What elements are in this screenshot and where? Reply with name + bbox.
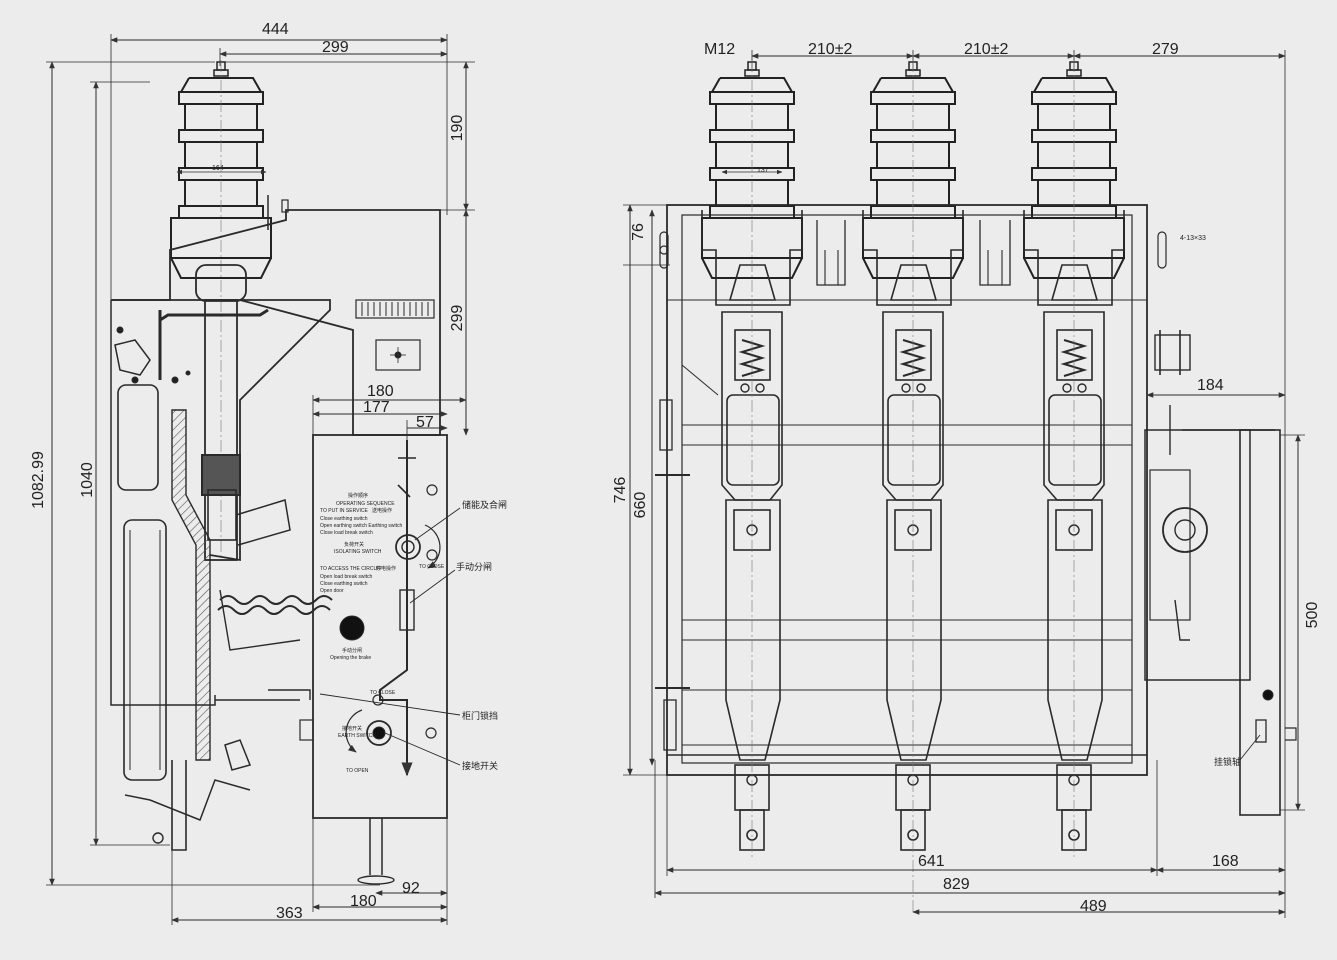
panel-close-label: TO CLOSE — [419, 564, 445, 570]
panel-open-btn-en: Opening the brake — [330, 655, 371, 661]
front-view — [623, 50, 1305, 918]
dim-641: 641 — [918, 853, 945, 870]
dim-76: 76 — [630, 223, 647, 241]
dim-660: 660 — [632, 492, 649, 519]
dim-829: 829 — [943, 876, 970, 893]
dim-137: 137 — [757, 167, 769, 174]
dim-180-bottom: 180 — [350, 893, 377, 910]
dim-180-top: 180 — [367, 383, 394, 400]
panel-line8: Open door — [320, 588, 344, 594]
dim-363: 363 — [276, 905, 303, 922]
dim-m12: M12 — [704, 41, 735, 58]
dim-184: 184 — [1197, 377, 1224, 394]
label-charge-close: 储能及合闸 — [462, 499, 507, 511]
panel-line2: Close earthing switch — [320, 516, 368, 522]
dim-164: 164 — [212, 165, 224, 172]
operating-panel-text: 操作顺序 OPERATING SEQUENCE TO PUT IN SERVIC… — [320, 492, 445, 774]
dim-57: 57 — [416, 414, 434, 431]
dim-1040: 1040 — [79, 462, 96, 498]
panel-earth-en: EARTH SWITCH — [338, 733, 376, 739]
label-hanging-shaft: 挂锁轴 — [1214, 756, 1241, 768]
panel-sub1-en: ISOLATING SWITCH — [334, 549, 382, 555]
panel-line5b: 停电操作 — [376, 565, 396, 572]
dim-279: 279 — [1152, 41, 1179, 58]
panel-line6: Open load break switch — [320, 574, 372, 580]
dim-444: 444 — [262, 21, 289, 38]
dim-500: 500 — [1304, 602, 1321, 629]
dim-92: 92 — [402, 880, 420, 897]
dim-190: 190 — [449, 115, 466, 142]
side-view-callouts: 储能及合闸 手动分闸 柜门锁挡 接地开关 — [456, 499, 507, 772]
dim-299-mid: 299 — [449, 305, 466, 332]
label-earth-switch: 接地开关 — [462, 760, 498, 772]
panel-line3: Open earthing switch Earthing switch — [320, 523, 402, 529]
panel-title-en: OPERATING SEQUENCE — [336, 501, 395, 507]
dim-746: 746 — [612, 477, 629, 504]
panel-line5: TO ACCESS THE CIRCUIT — [320, 566, 382, 572]
dim-489: 489 — [1080, 898, 1107, 915]
dim-177: 177 — [363, 399, 390, 416]
front-view-dimensions: M12 210±2 210±2 279 137 76 4-13×33 184 7… — [612, 41, 1321, 915]
side-view — [46, 34, 475, 925]
dim-holes: 4-13×33 — [1180, 235, 1206, 242]
side-view-dimensions: 444 299 190 299 180 177 57 1082.99 1040 … — [30, 21, 466, 922]
panel-close2: TO CLOSE — [370, 690, 396, 696]
dim-pitch2: 210±2 — [964, 41, 1008, 58]
dim-1082-99: 1082.99 — [30, 451, 47, 509]
panel-open2: TO OPEN — [346, 768, 369, 774]
panel-line1: TO PUT IN SERVICE — [320, 508, 368, 514]
dim-299-top: 299 — [322, 39, 349, 56]
panel-title-cn: 操作顺序 — [348, 492, 368, 499]
label-door-lock: 柜门锁挡 — [462, 710, 498, 722]
dim-pitch1: 210±2 — [808, 41, 852, 58]
panel-line4: Close load break switch — [320, 530, 373, 536]
panel-sub1-cn: 负荷开关 — [344, 541, 364, 548]
panel-earth-cn: 接地开关 — [342, 725, 362, 732]
panel-line7: Close earthing switch — [320, 581, 368, 587]
label-manual-open: 手动分闸 — [456, 561, 492, 573]
panel-open-btn-cn: 手动分闸 — [342, 647, 362, 654]
panel-line1b: 送电操作 — [372, 507, 392, 514]
dim-168: 168 — [1212, 853, 1239, 870]
